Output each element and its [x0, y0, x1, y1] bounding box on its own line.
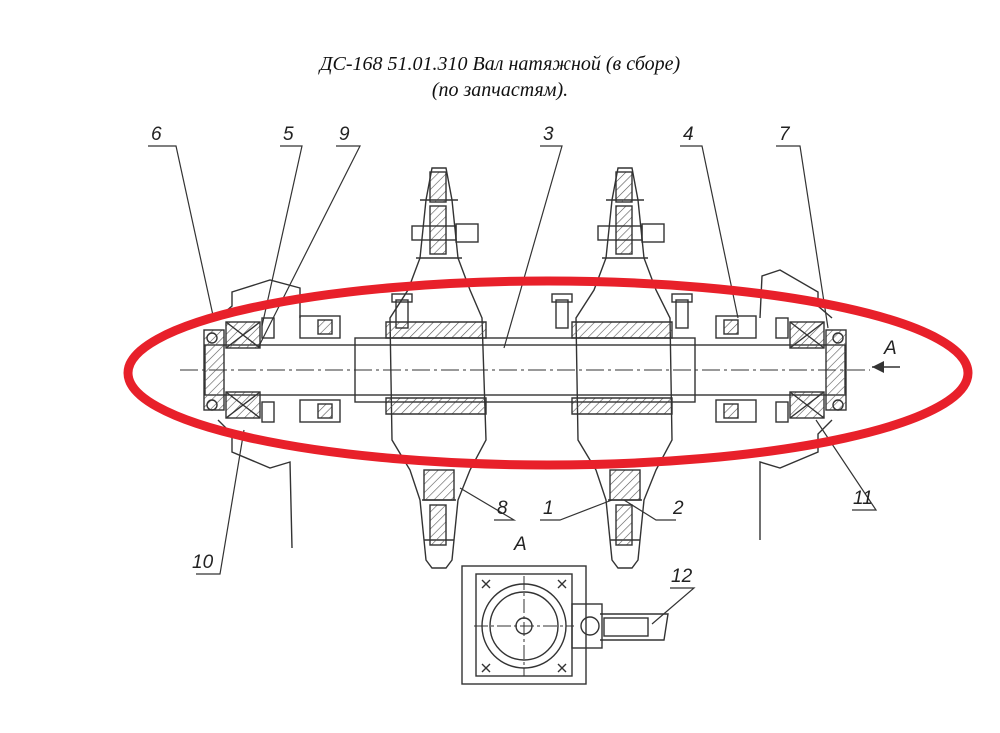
shaft: [180, 337, 870, 403]
right-sprocket: [551, 167, 693, 569]
left-sprocket: [385, 167, 487, 569]
callout-10: 10: [192, 552, 214, 573]
highlight-ellipse: [123, 276, 973, 470]
left-bearing-housing: [203, 279, 341, 549]
view-a-arrow: А: [872, 338, 900, 373]
arrow-label: А: [883, 338, 897, 359]
callout-5: 5: [283, 124, 294, 145]
callout-9: 9: [339, 124, 350, 145]
callout-3: 3: [543, 124, 554, 145]
callout-12: 12: [671, 566, 693, 587]
callout-6: 6: [151, 124, 162, 145]
view-a-drawing: [461, 565, 669, 685]
assembly-drawing: [180, 167, 870, 685]
callout-4: 4: [683, 124, 694, 145]
callout-7: 7: [779, 124, 791, 145]
drawing-title: ДС-168 51.01.310 Вал натяжной (в сборе): [319, 53, 681, 75]
callout-labels: 6 5 9 3 4 7 8 1 2 11 10 12: [151, 124, 873, 587]
callout-2: 2: [672, 498, 684, 519]
view-a-label: А: [513, 534, 527, 555]
callout-11: 11: [853, 488, 873, 509]
callout-8: 8: [497, 498, 508, 519]
callout-1: 1: [543, 498, 554, 519]
callout-leaders: [148, 145, 878, 625]
right-bearing-housing: [715, 269, 847, 540]
drawing-subtitle: (по запчастям).: [431, 79, 569, 101]
